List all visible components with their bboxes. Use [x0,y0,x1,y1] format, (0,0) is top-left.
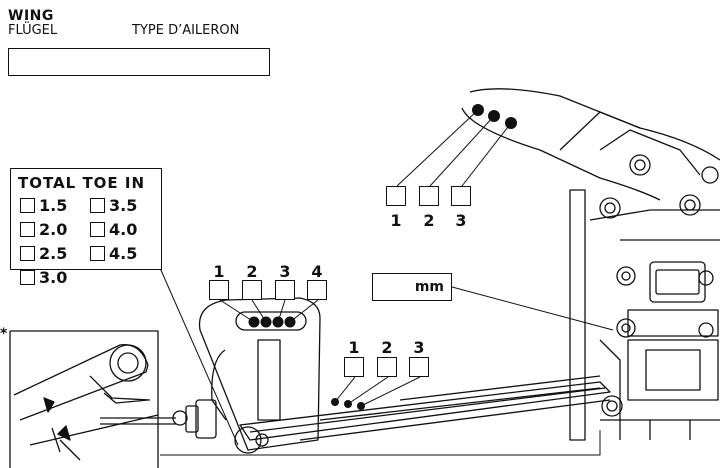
toe-title: TOTAL TOE IN [18,174,146,192]
mid-hole-box-3[interactable] [275,280,295,300]
upper-hole-box-2[interactable] [419,186,439,206]
toe-checkbox[interactable] [20,270,35,285]
upper-hole-box-3[interactable] [451,186,471,206]
wing-type-label: TYPE D’AILERON [132,23,240,38]
wing-subtitle: FLÜGEL [8,23,58,38]
lower-hole-label-2: 2 [381,338,393,357]
toe-option[interactable]: 1.5 [20,196,67,215]
lower-hole-box-3[interactable] [409,357,429,377]
detail-marker: * [0,326,8,342]
wing-input-box[interactable] [8,48,270,76]
measure-box[interactable] [372,273,452,301]
toe-option[interactable]: 4.5 [90,244,137,263]
toe-checkbox[interactable] [90,222,105,237]
upper-hole-box-1[interactable] [386,186,406,206]
mid-hole-label-3: 3 [279,262,291,281]
toe-option[interactable]: 2.5 [20,244,67,263]
mid-hole-label-2: 2 [246,262,258,281]
lower-hole-box-2[interactable] [377,357,397,377]
upper-hole-label-2: 2 [423,211,435,230]
hub-carrier [198,297,321,451]
mid-hole-box-4[interactable] [307,280,327,300]
mid-hole-label-1: 1 [213,262,225,281]
wing-title: WING [8,8,54,24]
upper-hole-label-3: 3 [455,211,467,230]
toe-option[interactable]: 2.0 [20,220,67,239]
lower-hole-label-3: 3 [413,338,425,357]
toe-option[interactable]: 4.0 [90,220,137,239]
toe-checkbox[interactable] [20,198,35,213]
upper-hole-label-1: 1 [390,211,402,230]
mid-hole-box-2[interactable] [242,280,262,300]
toe-checkbox[interactable] [20,246,35,261]
toe-checkbox[interactable] [90,246,105,261]
measure-unit: mm [414,279,444,295]
mid-hole-label-4: 4 [311,262,323,281]
lower-arm [239,381,611,441]
mid-hole-box-1[interactable] [209,280,229,300]
lower-hole-box-1[interactable] [344,357,364,377]
toe-option[interactable]: 3.0 [20,268,67,287]
upper-arm-edge-lower [461,107,661,201]
toe-checkbox[interactable] [20,222,35,237]
toe-checkbox[interactable] [90,198,105,213]
toe-option[interactable]: 3.5 [90,196,137,215]
toe-panel [10,168,162,270]
lower-hole-label-1: 1 [348,338,360,357]
